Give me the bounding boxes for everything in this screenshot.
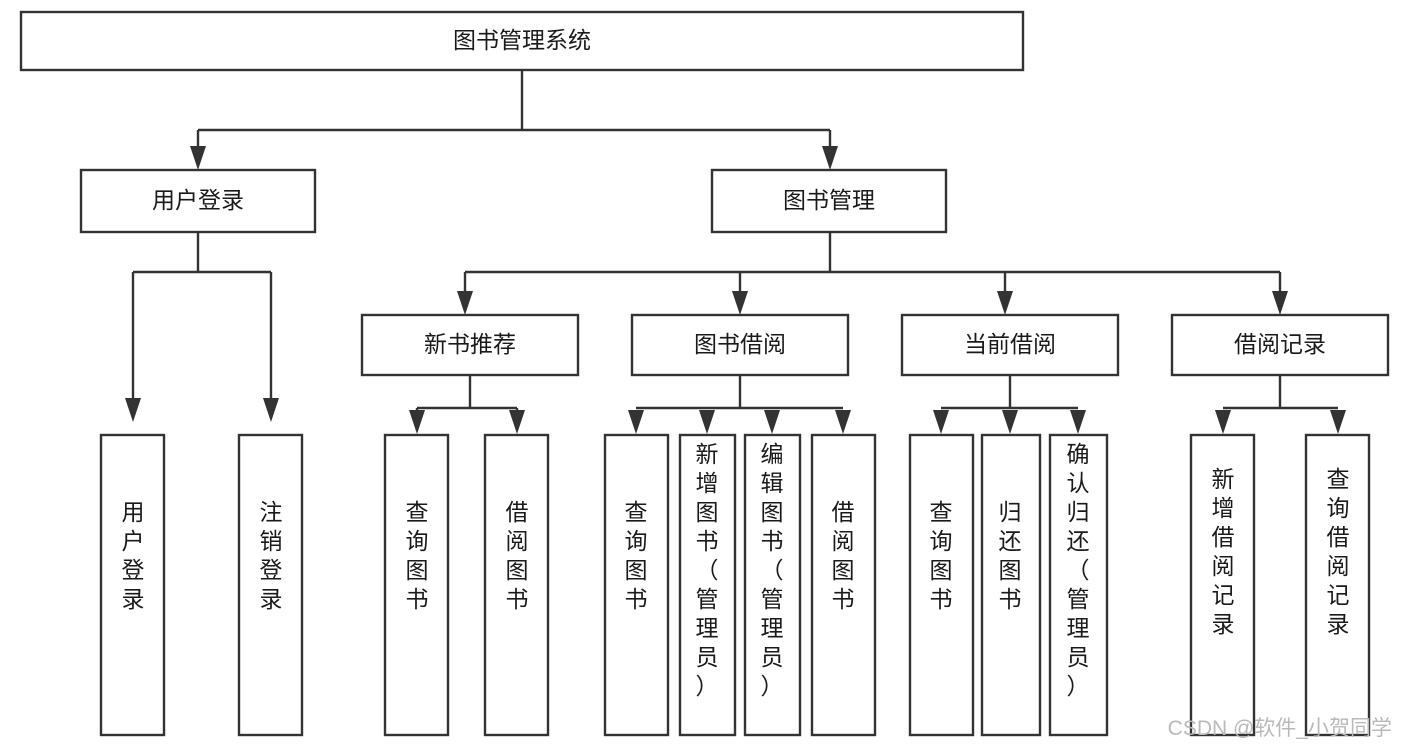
arrow-head-cb-leaf-1 [933,410,949,434]
node-book-management-box [710,168,948,234]
connectors-borrow-record-to-leaves [1215,375,1346,434]
leaf-book-borrow-4-label: 借阅图书 [832,499,855,612]
leaf-book-borrow-4-box [810,433,877,737]
leaf-book-borrow-3[interactable]: 编辑图书（管理员） [743,433,802,737]
leaf-book-borrow-1-label: 查询图书 [625,499,648,612]
leaf-book-borrow-3-box [743,433,802,737]
connectors-new-book-to-leaves [409,375,525,434]
arrow-head-book-manage [822,146,838,170]
node-borrow-record-label: 借阅记录 [1234,331,1326,357]
node-current-borrow-label: 当前借阅 [964,331,1056,357]
leaf-book-borrow-3-label: 编辑图书（管理员） [761,441,784,699]
leaf-book-borrow-1-box [603,433,670,737]
connectors-user-login-to-leaves [125,232,279,422]
leaf-current-borrow-3-label: 确认归还（管理员） [1067,441,1090,699]
arrow-head-bb-leaf-4 [835,410,851,434]
leaf-borrow-record-2[interactable]: 查询借阅记录 [1304,433,1371,737]
node-borrow-record[interactable]: 借阅记录 [1170,313,1390,377]
arrow-head-cb-leaf-2 [1002,410,1018,434]
leaf-user-login-2[interactable]: 注销登录 [237,433,304,737]
connectors-book-manage-to-level3 [457,232,1288,315]
connectors-root-to-level2 [190,70,838,170]
leaf-borrow-record-2-label: 查询借阅记录 [1327,466,1350,637]
leaf-new-book-1-box [383,433,450,737]
arrow-head-nb-leaf-2 [509,410,525,434]
arrow-head-bb-leaf-1 [628,410,644,434]
arrow-head-new-book [457,291,473,315]
leaf-book-borrow-1[interactable]: 查询图书 [603,433,670,737]
connectors-book-borrow-to-leaves [628,375,851,434]
leaf-current-borrow-2-box [980,433,1042,737]
leaf-book-borrow-4[interactable]: 借阅图书 [810,433,877,737]
leaf-user-login-1[interactable]: 用户登录 [99,433,166,737]
leaf-borrow-record-2-box [1304,433,1371,737]
node-new-book-recommend-box [360,313,580,377]
node-book-borrow-label: 图书借阅 [694,331,786,357]
leaf-user-login-1-label: 用户登录 [122,499,145,612]
arrow-head-leaf-user-login [125,398,141,422]
leaf-new-book-2-box [483,433,550,737]
arrow-head-cb-leaf-3 [1070,410,1086,434]
leaf-current-borrow-2[interactable]: 归还图书 [980,433,1042,737]
arrow-head-current-borrow [997,291,1013,315]
leaf-current-borrow-1-label: 查询图书 [930,499,953,612]
node-user-login[interactable]: 用户登录 [79,168,317,234]
leaf-user-login-2-label: 注销登录 [260,499,283,612]
leaf-new-book-1-label: 查询图书 [406,499,429,612]
arrow-head-bb-leaf-3 [764,410,780,434]
leaf-current-borrow-2-label: 归还图书 [999,499,1022,612]
node-book-borrow[interactable]: 图书借阅 [630,313,850,377]
csdn-watermark: CSDN @软件_小贺同学 [1168,717,1392,740]
node-new-book-recommend[interactable]: 新书推荐 [360,313,580,377]
node-current-borrow-box [900,313,1120,377]
leaf-book-borrow-2-box [678,433,737,737]
node-user-login-box [79,168,317,234]
node-book-management[interactable]: 图书管理 [710,168,948,234]
node-root-label: 图书管理系统 [453,27,591,53]
leaf-user-login-2-box [237,433,304,737]
leaf-current-borrow-3-box [1048,433,1109,737]
leaf-current-borrow-3[interactable]: 确认归还（管理员） [1048,433,1109,737]
leaf-new-book-1[interactable]: 查询图书 [383,433,450,737]
arrow-head-br-leaf-2 [1330,410,1346,434]
arrow-head-bb-leaf-2 [699,410,715,434]
node-book-management-label: 图书管理 [783,187,875,213]
arrow-head-nb-leaf-1 [409,410,425,434]
leaf-current-borrow-1[interactable]: 查询图书 [908,433,975,737]
leaf-book-borrow-2[interactable]: 新增图书（管理员） [678,433,737,737]
node-borrow-record-box [1170,313,1390,377]
leaf-new-book-2-label: 借阅图书 [506,499,529,612]
leaf-book-borrow-2-label: 新增图书（管理员） [696,441,719,699]
leaf-borrow-record-1-box [1189,433,1256,737]
node-user-login-label: 用户登录 [152,187,244,213]
arrow-head-borrow-record [1272,291,1288,315]
arrow-head-leaf-logout [263,398,279,422]
leaf-user-login-1-box [99,433,166,737]
node-current-borrow[interactable]: 当前借阅 [900,313,1120,377]
arrow-head-book-borrow [732,291,748,315]
leaf-current-borrow-1-box [908,433,975,737]
node-root-book-management-system[interactable]: 图书管理系统 [19,10,1025,72]
leaf-new-book-2[interactable]: 借阅图书 [483,433,550,737]
leaf-borrow-record-1-label: 新增借阅记录 [1212,466,1235,637]
connectors-current-borrow-to-leaves [933,375,1086,434]
arrow-head-br-leaf-1 [1215,410,1231,434]
node-new-book-recommend-label: 新书推荐 [424,331,516,357]
leaf-borrow-record-1[interactable]: 新增借阅记录 [1189,433,1256,737]
node-book-borrow-box [630,313,850,377]
arrow-head-user-login [190,146,206,170]
node-root-box [19,10,1025,72]
